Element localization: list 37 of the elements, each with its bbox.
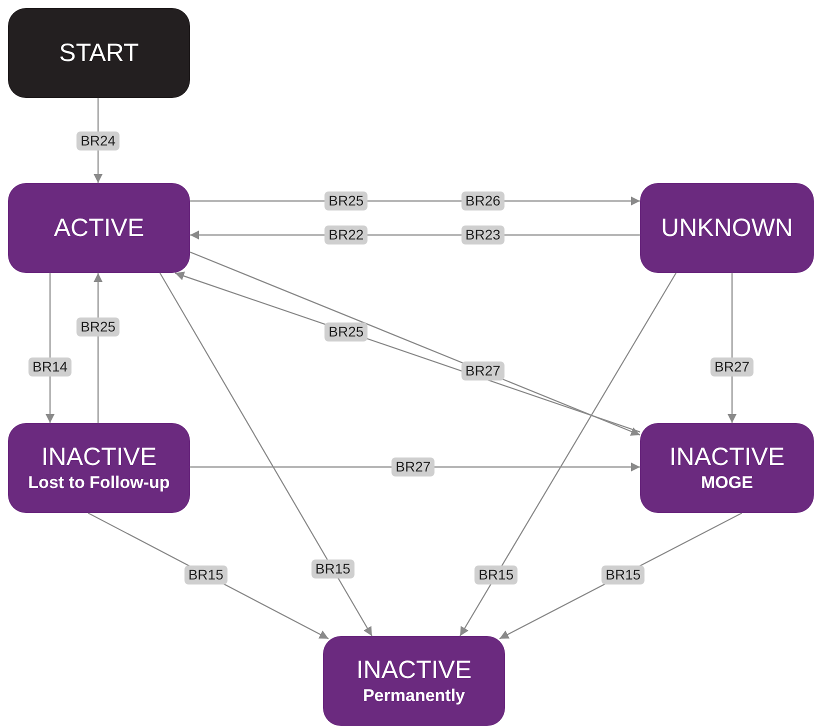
state-box bbox=[640, 423, 814, 513]
edge-label: BR15 bbox=[474, 566, 518, 585]
edge-label: BR15 bbox=[184, 565, 228, 584]
arrow bbox=[190, 462, 640, 472]
edge-label: BR27 bbox=[461, 362, 504, 381]
edge-label: BR25 bbox=[76, 318, 120, 336]
arrow bbox=[94, 273, 103, 423]
edge-label: BR14 bbox=[28, 358, 72, 377]
state-box bbox=[8, 183, 190, 273]
state-title: INACTIVE bbox=[669, 442, 785, 472]
arrow bbox=[190, 251, 640, 436]
arrow bbox=[159, 272, 372, 636]
edge-label: BR22 bbox=[324, 226, 368, 245]
rule-label: BR26 bbox=[461, 192, 504, 210]
state-title: UNKNOWN bbox=[661, 213, 793, 243]
state-box bbox=[8, 8, 190, 98]
state-title: INACTIVE bbox=[356, 655, 472, 685]
edge-label: BR25 bbox=[324, 192, 368, 210]
state-subtitle: Permanently bbox=[362, 685, 466, 707]
state-title: INACTIVE bbox=[41, 442, 157, 472]
arrow bbox=[728, 273, 737, 423]
edge-label: BR27 bbox=[710, 358, 754, 377]
state-box bbox=[8, 423, 190, 513]
arrow bbox=[46, 273, 55, 423]
state-title: ACTIVE bbox=[54, 213, 144, 243]
edge-label: BR15 bbox=[311, 560, 354, 579]
edge-label: BR15 bbox=[602, 565, 645, 584]
edge-label: BR24 bbox=[76, 131, 120, 150]
edge-label: BR27 bbox=[392, 458, 435, 476]
arrow bbox=[460, 272, 677, 636]
edge-label: BR25 bbox=[324, 322, 368, 341]
state-box bbox=[640, 183, 814, 273]
state-subtitle: Lost to Follow-up bbox=[28, 472, 170, 494]
state-box bbox=[323, 636, 505, 726]
state-title: START bbox=[59, 38, 139, 68]
state-subtitle: MOGE bbox=[701, 472, 753, 494]
rule-label: BR23 bbox=[461, 226, 504, 245]
